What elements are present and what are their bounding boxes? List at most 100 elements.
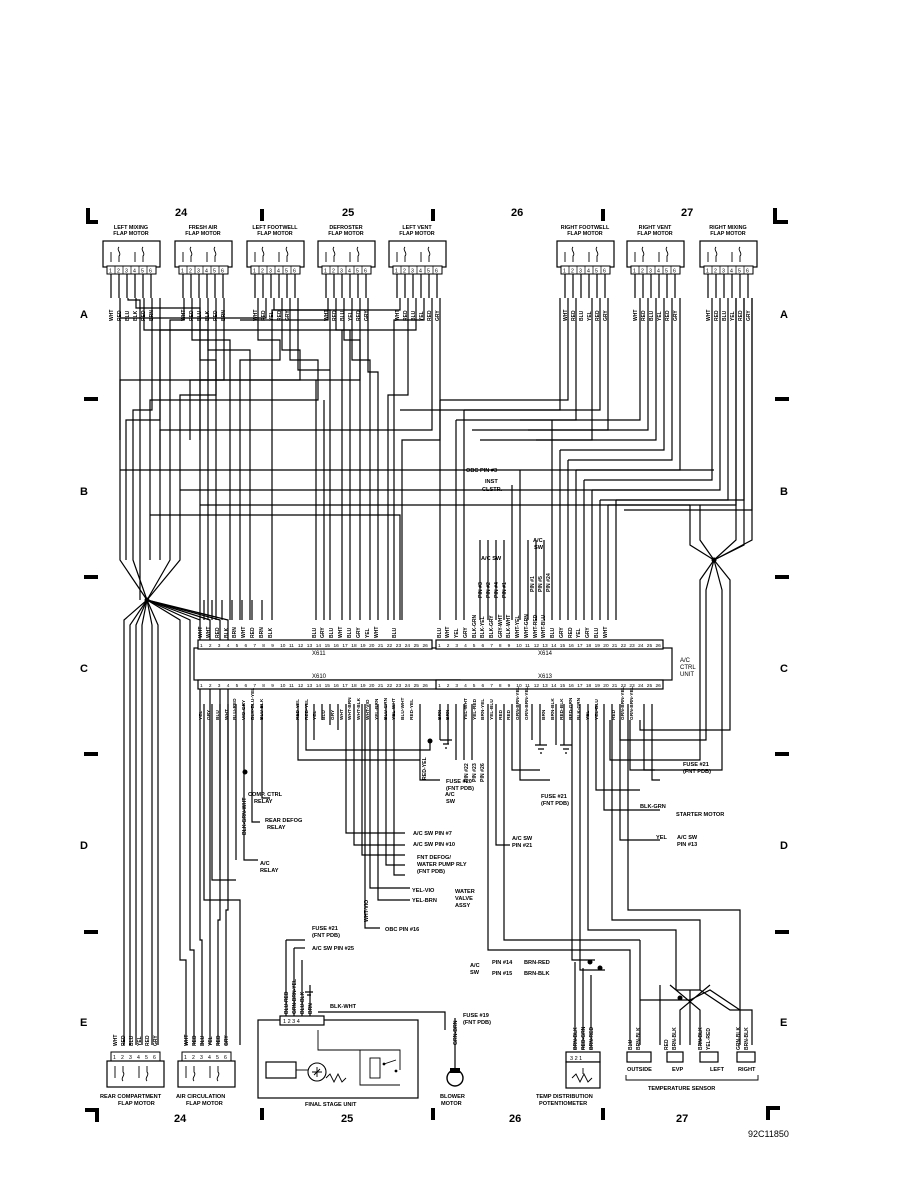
x613-wire-label: YEL — [585, 711, 591, 720]
motor-wire-label: BLU — [411, 310, 417, 321]
temp-dist-2: POTENTIOMETER — [539, 1101, 587, 1107]
crossover-points — [144, 557, 717, 1001]
row-e-left: E — [80, 1017, 87, 1029]
svg-text:2: 2 — [714, 269, 717, 275]
motor-wire-label: GRY — [364, 310, 370, 321]
x611-wire-label: BRN — [259, 627, 265, 638]
x611-wire-label: BLK — [268, 627, 274, 638]
motor-wire-label: GRY — [746, 310, 752, 321]
svg-text:5: 5 — [738, 269, 741, 275]
sensor-outside: OUTSIDE — [627, 1067, 652, 1073]
pin-15: PIN #15 — [492, 971, 512, 977]
svg-text:6: 6 — [245, 683, 248, 689]
motor-wire-label: YEL — [419, 311, 425, 321]
yel-brn-label: YEL-BRN — [412, 898, 437, 904]
col-25-bottom: 25 — [341, 1113, 353, 1125]
motor-wire-label: BLU — [722, 310, 728, 321]
bottom-motor-wire-label: YEL — [208, 1036, 214, 1046]
svg-text:11: 11 — [525, 683, 530, 689]
svg-text:19: 19 — [360, 683, 366, 689]
svg-text:22: 22 — [621, 643, 627, 649]
svg-text:3: 3 — [722, 269, 725, 275]
svg-text:1: 1 — [200, 643, 203, 649]
fuse21c-2: (FNT PDB) — [312, 933, 340, 939]
svg-text:1: 1 — [200, 683, 203, 689]
svg-text:3: 3 — [579, 269, 582, 275]
rear-flap-1: REAR COMPARTMENT — [100, 1094, 162, 1100]
x613-wire-label: YEL-RED — [472, 698, 478, 720]
sensor-right: RIGHT — [738, 1067, 756, 1073]
svg-text:13: 13 — [307, 683, 313, 689]
x614-wire-label: WHT-RED — [533, 614, 539, 638]
motor-name-line2: FLAP MOTOR — [113, 231, 149, 237]
svg-text:1: 1 — [109, 269, 112, 275]
svg-text:4: 4 — [137, 1055, 140, 1061]
svg-text:6: 6 — [746, 269, 749, 275]
x613-wire-label: GRN-BRN-YEL — [620, 686, 626, 720]
svg-text:1: 1 — [181, 269, 184, 275]
svg-text:21: 21 — [378, 683, 384, 689]
motor-wire-label: WHT — [253, 310, 259, 321]
svg-text:21: 21 — [378, 643, 384, 649]
sensor-wire-label: RED — [664, 1039, 670, 1050]
ac-sw-21-1: A/C SW — [512, 836, 533, 842]
ac-sw-right-pin: PIN #5 — [538, 576, 544, 592]
svg-text:1: 1 — [324, 269, 327, 275]
x610-wire-label: BLU-GRN — [383, 697, 389, 720]
temperature-sensor: TEMPERATURE SENSOR — [648, 1086, 715, 1092]
ac-sw-left-pin: PIN #2 — [486, 582, 492, 598]
svg-text:26: 26 — [656, 643, 662, 649]
ac-sw-right-pin: PIN #24 — [546, 573, 552, 592]
fuse19-1: FUSE #19 — [463, 1013, 489, 1019]
row-b-right: B — [780, 486, 788, 498]
grn-brn-vertical: GRN-BRN — [453, 1020, 459, 1045]
fuse21a-1: FUSE #21 — [541, 794, 567, 800]
x610-wire-label: RED-YEL — [409, 699, 415, 720]
temp-wire-label: RED-GRN — [581, 1026, 587, 1050]
row-d-left: D — [80, 840, 88, 852]
connector-x614: X614 — [538, 651, 553, 657]
motor-wire-label: WHT — [633, 310, 639, 321]
svg-text:5: 5 — [213, 269, 216, 275]
final-stage-unit: FINAL STAGE UNIT — [305, 1102, 357, 1108]
svg-text:19: 19 — [595, 683, 601, 689]
svg-text:23: 23 — [396, 643, 402, 649]
svg-text:6: 6 — [293, 269, 296, 275]
svg-text:24: 24 — [638, 643, 644, 649]
svg-text:3 2 1: 3 2 1 — [570, 1056, 582, 1062]
svg-text:13: 13 — [307, 643, 313, 649]
svg-text:9: 9 — [508, 683, 511, 689]
svg-text:26: 26 — [423, 643, 429, 649]
frame-marks — [84, 208, 789, 1122]
svg-text:14: 14 — [316, 683, 322, 689]
motor-wire-label: GRY — [285, 310, 291, 321]
svg-text:1 2 3 4: 1 2 3 4 — [283, 1019, 300, 1025]
x611-wire-label: BRN — [232, 627, 238, 638]
brn-blk-label: BRN-BLK — [524, 971, 549, 977]
ac-relay-1: A/C — [260, 861, 270, 867]
motor-name-line2: FLAP MOTOR — [328, 231, 364, 237]
blk-grn-label: BLK-GRN — [640, 804, 666, 810]
connector-x611: X611 — [312, 651, 326, 657]
svg-text:4: 4 — [208, 1055, 211, 1061]
x611-wire-label: BLU — [392, 627, 398, 638]
x614-wire-label: WHT-BLU — [541, 615, 547, 638]
motor-wire-label: YEL — [348, 311, 354, 321]
rear-flap-2: FLAP MOTOR — [118, 1101, 155, 1107]
col-27-top: 27 — [681, 207, 693, 219]
bottom-motor-wire-label: RED — [192, 1035, 198, 1046]
svg-text:5: 5 — [427, 269, 430, 275]
x614-wire-label: GRY-WHT — [498, 615, 504, 638]
motor-name-line2: FLAP MOTOR — [710, 231, 746, 237]
svg-text:23: 23 — [396, 683, 402, 689]
svg-text:9: 9 — [271, 643, 274, 649]
ac-sw-25: A/C SW PIN #25 — [312, 946, 354, 952]
fnt-defog-1: FNT DEFOG/ — [417, 855, 451, 861]
svg-text:15: 15 — [560, 683, 566, 689]
svg-text:20: 20 — [369, 683, 375, 689]
svg-text:3: 3 — [125, 269, 128, 275]
